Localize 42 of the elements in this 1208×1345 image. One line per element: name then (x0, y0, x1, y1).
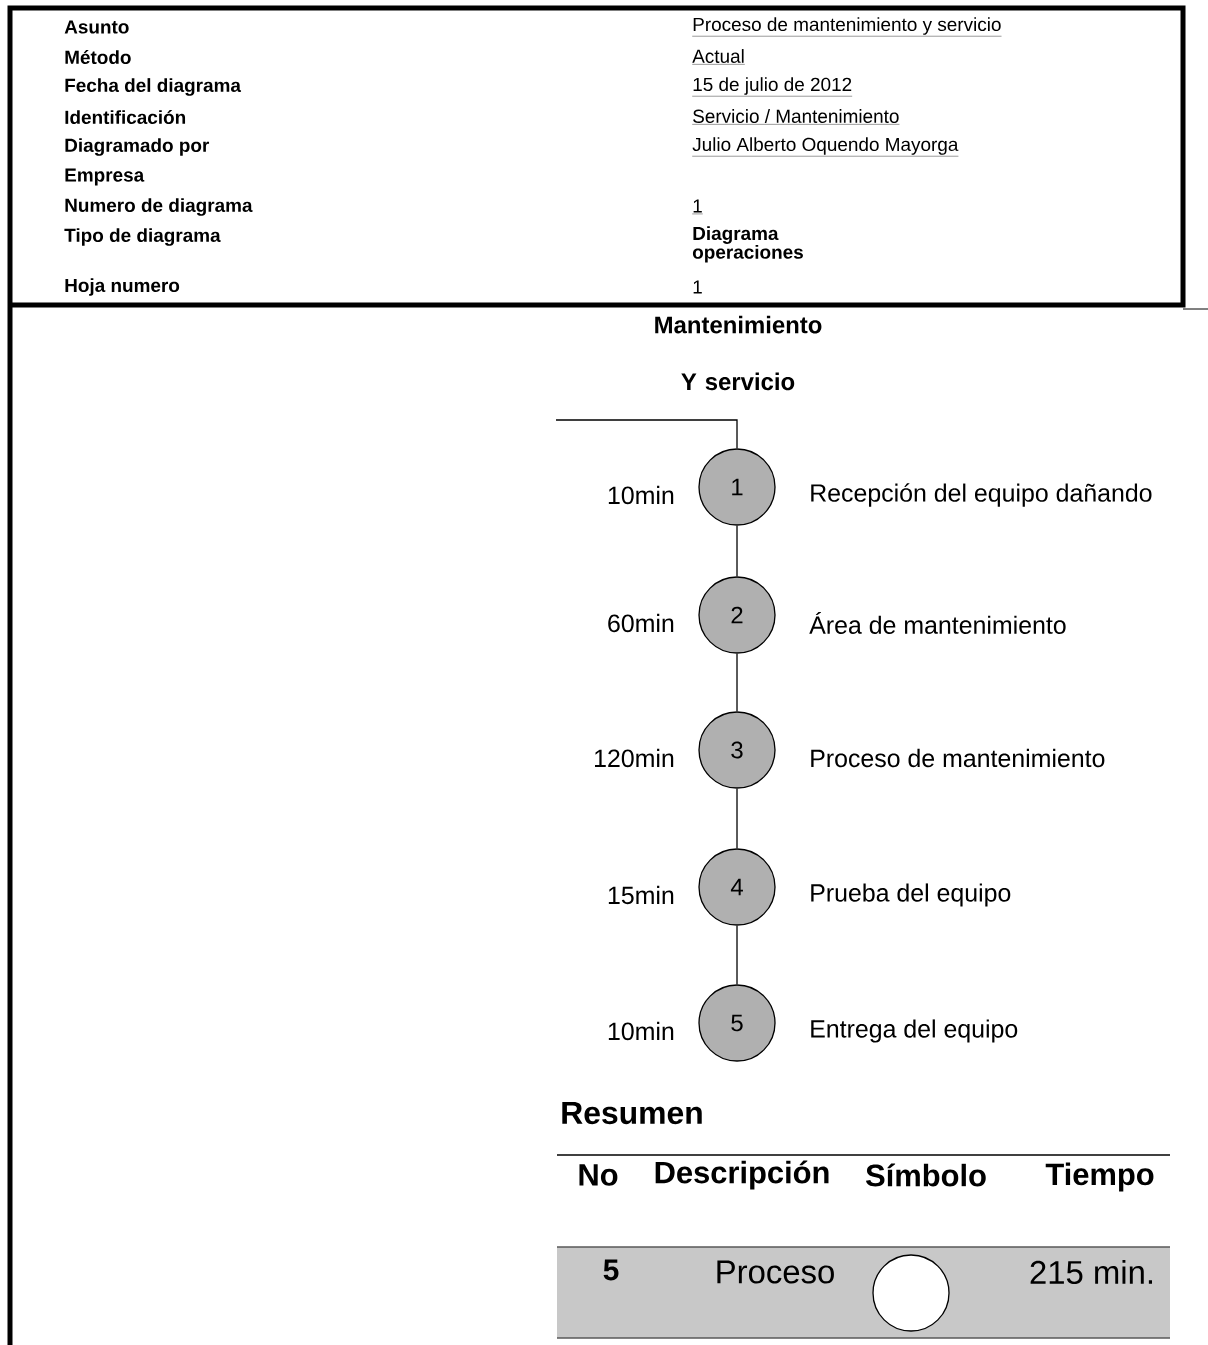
section-heading: Resumen (562, 1101, 702, 1125)
diagram-title: Mantenimiento Y servicio (655, 315, 822, 391)
field-label: Tipo de diagrama (64, 228, 221, 246)
step-label: Área de mantenimiento (809, 612, 1066, 634)
field-value: Proceso de mantenimiento y servicio (692, 17, 1002, 37)
duration-label: 120min (595, 748, 674, 768)
connector-line (736, 653, 738, 712)
duration-label: 60min (608, 613, 674, 633)
step-label: Proceso de mantenimiento (811, 748, 1105, 768)
field-value: Julio Alberto Oquendo Mayorga (692, 137, 959, 157)
table-cell: 215 min. (1030, 1259, 1152, 1285)
field-value: 1 (692, 199, 703, 215)
duration-label: 15min (608, 885, 674, 905)
step-label: Recepción del equipo dañando (811, 483, 1152, 507)
field-label: Diagramado por (65, 138, 210, 156)
step-label: Entrega del equipo (811, 1019, 1018, 1043)
field-label: Asunto (64, 20, 129, 34)
field-label: Identificación (65, 110, 186, 125)
table-cell: 5 (603, 1259, 619, 1281)
field-value: 1 (693, 280, 702, 294)
field-label: Método (65, 49, 131, 65)
field-label: Numero de diagrama (65, 198, 253, 216)
table-cell: Proceso (717, 1260, 834, 1284)
column-header: No (579, 1164, 618, 1186)
field-label: Hoja numero (65, 278, 180, 296)
field-value: 15 de julio de 2012 (692, 77, 853, 97)
field-label: Fecha del diagrama (65, 78, 242, 96)
process-symbol (872, 1254, 950, 1332)
field-value: Diagrama operaciones (692, 226, 803, 263)
duration-label: 10min (608, 1021, 674, 1041)
connector-line (736, 925, 738, 985)
connector-line (736, 525, 738, 577)
field-value: Servicio / Mantenimiento (692, 109, 900, 125)
field-value: Actual (692, 49, 745, 65)
field-label: Empresa (65, 168, 145, 186)
column-header: Símbolo (866, 1163, 986, 1187)
duration-label: 10min (608, 485, 674, 505)
column-header: Tiempo (1045, 1162, 1154, 1192)
step-label: Prueba del equipo (811, 883, 1011, 907)
connector-line (555, 419, 738, 449)
connector-line (736, 788, 738, 849)
column-header: Descripción (655, 1160, 829, 1190)
